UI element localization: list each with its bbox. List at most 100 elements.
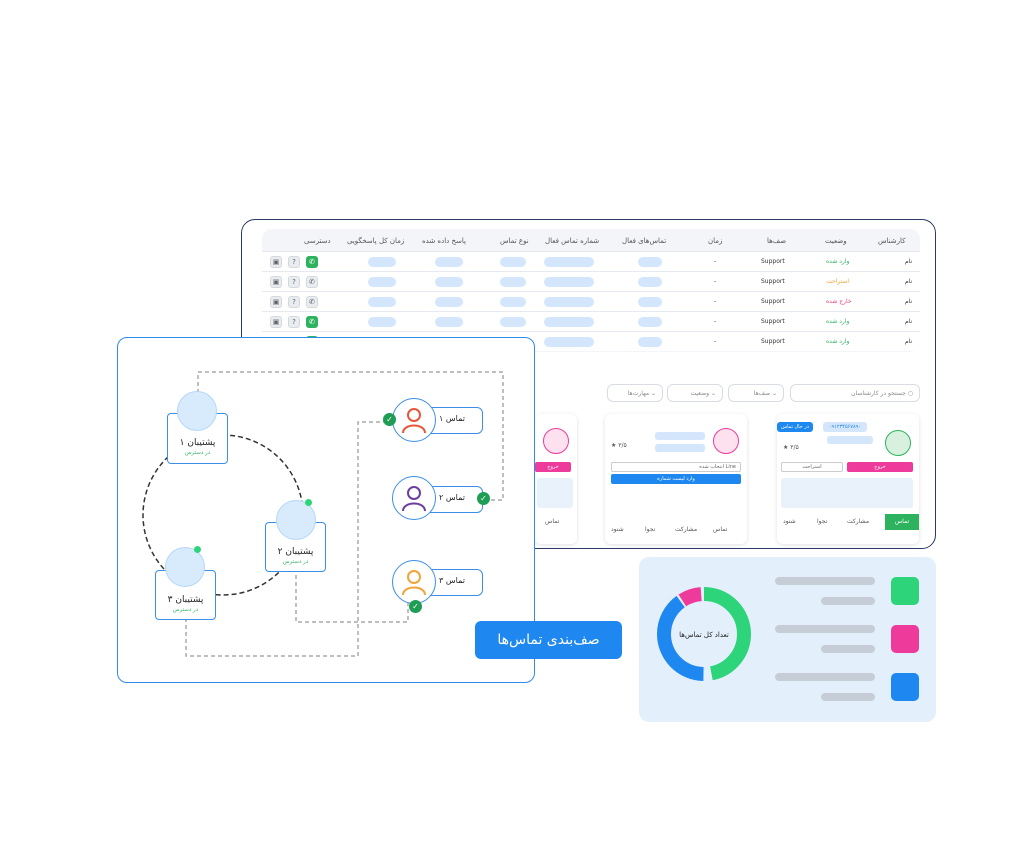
agent-status: وارد شده <box>826 318 850 325</box>
spy-access-icon[interactable]: ▣ <box>270 296 282 308</box>
donut-label: تعداد کل تماس‌ها <box>679 631 729 639</box>
agent-status: وارد شده <box>826 258 850 265</box>
col-header-answered[interactable]: پاسخ داده شده <box>422 237 466 245</box>
agent-name: نام <box>905 318 913 325</box>
total-time-placeholder <box>368 297 396 307</box>
active-number-placeholder <box>544 317 594 327</box>
supporter-name: پشتیبان ۲ <box>277 547 314 557</box>
call-access-icon[interactable]: ✆ <box>306 316 318 328</box>
total-time-placeholder <box>368 257 396 267</box>
exit-button[interactable]: خروج <box>847 462 913 472</box>
active-number-placeholder <box>544 297 594 307</box>
agent-time: - <box>714 298 717 305</box>
call-button[interactable]: تماس <box>885 514 919 530</box>
legend-bar <box>821 597 875 605</box>
spy-access-icon[interactable]: ▣ <box>270 276 282 288</box>
agent-avatar <box>713 428 739 454</box>
table-row[interactable]: نام خارج شده Support - ✆ ? ▣ <box>262 291 920 311</box>
agent-time: - <box>714 278 717 285</box>
stats-panel: تعداد کل تماس‌ها <box>639 557 936 722</box>
phone-number: ۰۹۱۲۳۴۵۶۷۸۹۰ <box>823 422 867 432</box>
call-access-icon[interactable]: ✆ <box>306 296 318 308</box>
agent-name: نام <box>905 278 913 285</box>
in-call-badge: در حال تماس <box>777 422 813 432</box>
supporter-status: در دسترس <box>282 559 309 565</box>
call-type-placeholder <box>500 277 526 287</box>
line-select[interactable]: انتخاب شده Line <box>611 462 741 472</box>
active-calls-placeholder <box>638 317 662 327</box>
supporter-name: پشتیبان ۱ <box>179 438 216 448</box>
exit-button[interactable]: خروج <box>535 462 571 472</box>
check-icon: ✓ <box>477 492 490 505</box>
answered-placeholder <box>435 317 463 327</box>
caller-3-icon <box>392 560 436 604</box>
agent-status: استراحت <box>826 278 850 285</box>
check-icon: ✓ <box>383 413 396 426</box>
spy-access-icon[interactable]: ▣ <box>270 256 282 268</box>
whisper-button[interactable]: نجوا <box>817 518 828 525</box>
supporter-status: در دسترس <box>184 450 211 456</box>
supporter-name: پشتیبان ۳ <box>167 595 204 605</box>
agents-table: کارشناس وضعیت صف‌ها زمان تماس‌های فعال ش… <box>262 229 920 352</box>
call-queue-button[interactable]: صف‌بندی تماس‌ها <box>475 621 622 659</box>
headset-agent-icon <box>276 500 316 540</box>
headset-agent-icon <box>165 547 205 587</box>
col-header-active-calls[interactable]: تماس‌های فعال <box>622 237 667 245</box>
headset-agent-icon <box>177 391 217 431</box>
answered-placeholder <box>435 257 463 267</box>
spy-access-icon[interactable]: ▣ <box>270 316 282 328</box>
col-header-queues[interactable]: صف‌ها <box>767 237 787 245</box>
card-body-placeholder <box>781 478 913 508</box>
col-header-call-type[interactable]: نوع تماس <box>500 237 529 245</box>
listen-access-icon[interactable]: ? <box>288 296 300 308</box>
call-label-1[interactable]: تماس ۱ <box>421 407 483 434</box>
share-button[interactable]: مشارکت <box>675 526 698 533</box>
table-row[interactable]: نام وارد شده Support - ✆ ? ▣ <box>262 251 920 271</box>
call-type-placeholder <box>500 317 526 327</box>
agent-avatar <box>543 428 569 454</box>
skills-filter[interactable]: مهارت‌ها ⌄ <box>607 384 663 402</box>
status-filter[interactable]: وضعیت ⌄ <box>667 384 723 402</box>
detail-placeholder <box>655 444 705 452</box>
legend-bar <box>821 645 875 653</box>
agent-time: - <box>714 258 717 265</box>
agent-queue: Support <box>761 278 785 285</box>
col-header-agent[interactable]: کارشناس <box>878 237 906 245</box>
agent-queue: Support <box>761 298 785 305</box>
login-list-button[interactable]: وارد لیست شماره <box>611 474 741 484</box>
search-input[interactable]: جستجو در کارشناسان ○ <box>790 384 920 402</box>
listen-access-icon[interactable]: ? <box>288 276 300 288</box>
agent-status: خارج شده <box>826 298 852 305</box>
active-number-placeholder <box>544 337 594 347</box>
agent-card: ★ ۳/۵ انتخاب شده Line وارد لیست شماره تم… <box>605 414 747 544</box>
col-header-access[interactable]: دسترسی <box>304 237 331 245</box>
active-number-placeholder <box>544 277 594 287</box>
answered-placeholder <box>435 277 463 287</box>
caller-2-icon <box>392 476 436 520</box>
total-time-placeholder <box>368 317 396 327</box>
agent-card: در حال تماس ۰۹۱۲۳۴۵۶۷۸۹۰ ★ ۳/۵ خروج استر… <box>777 414 919 544</box>
call-access-icon[interactable]: ✆ <box>306 256 318 268</box>
col-header-status[interactable]: وضعیت <box>825 237 847 245</box>
listen-access-icon[interactable]: ? <box>288 316 300 328</box>
whisper-button[interactable]: نجوا <box>645 526 656 533</box>
listen-button[interactable]: شنود <box>611 526 624 533</box>
queues-filter[interactable]: صف‌ها ⌄ <box>728 384 784 402</box>
supporter-card-2[interactable]: پشتیبان ۲ در دسترس <box>265 522 326 572</box>
call-access-icon[interactable]: ✆ <box>306 276 318 288</box>
listen-button[interactable]: شنود <box>783 518 796 525</box>
active-calls-placeholder <box>638 257 662 267</box>
rating: ★ ۳/۵ <box>783 444 799 451</box>
share-button[interactable]: مشارکت <box>847 518 870 525</box>
agent-name: نام <box>905 298 913 305</box>
listen-access-icon[interactable]: ? <box>288 256 300 268</box>
rest-button[interactable]: استراحت <box>781 462 843 472</box>
call-button[interactable]: تماس <box>545 518 560 525</box>
table-row[interactable]: نام استراحت Support - ✆ ? ▣ <box>262 271 920 291</box>
agent-card: خروج تماس <box>535 414 577 544</box>
call-button[interactable]: تماس <box>713 526 728 533</box>
col-header-active-number[interactable]: شماره تماس فعال <box>545 237 600 245</box>
col-header-time[interactable]: زمان <box>708 237 723 245</box>
col-header-total-time[interactable]: زمان کل پاسخگویی <box>347 237 405 245</box>
table-row[interactable]: نام وارد شده Support - ✆ ? ▣ <box>262 311 920 331</box>
